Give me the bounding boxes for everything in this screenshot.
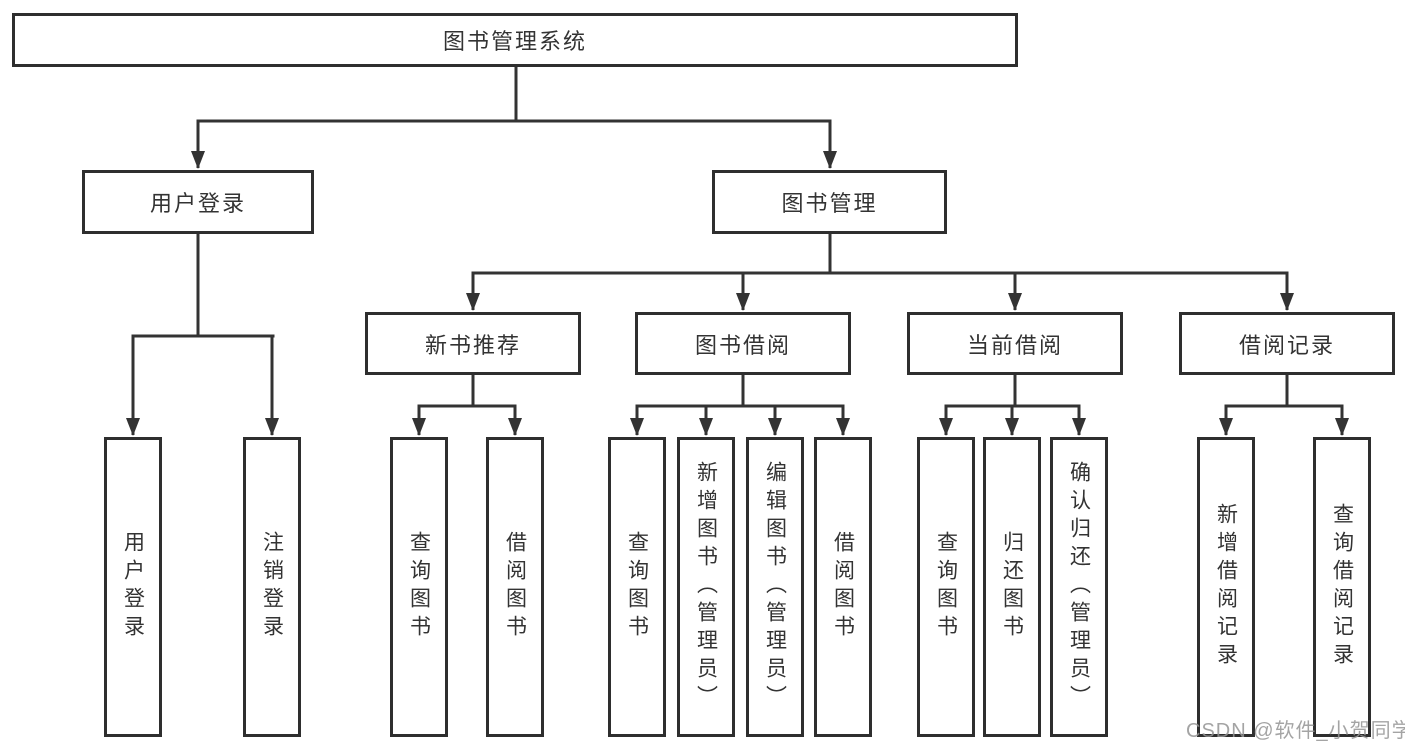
node-book-borrowing: 图书借阅 [635, 312, 851, 375]
node-borrowing-records: 借阅记录 [1179, 312, 1395, 375]
leaf-borrow-books-borrowing: 借阅图书 [814, 437, 872, 737]
leaf-edit-books-admin: 编辑图书（管理员） [746, 437, 804, 737]
node-user-login: 用户登录 [82, 170, 314, 234]
leaf-query-books-borrowing: 查询图书 [608, 437, 666, 737]
leaf-confirm-return-admin-label: 确认归还（管理员） [1067, 461, 1091, 713]
leaf-query-books-borrowing-label: 查询图书 [625, 531, 649, 643]
leaf-add-books-admin: 新增图书（管理员） [677, 437, 735, 737]
leaf-user-login: 用户登录 [104, 437, 162, 737]
leaf-return-books-label: 归还图书 [1000, 531, 1024, 643]
leaf-query-borrow-record: 查询借阅记录 [1313, 437, 1371, 737]
leaf-query-books-newbook-label: 查询图书 [407, 531, 431, 643]
node-current-borrowing: 当前借阅 [907, 312, 1123, 375]
leaf-query-books-newbook: 查询图书 [390, 437, 448, 737]
leaf-borrow-books-newbook: 借阅图书 [486, 437, 544, 737]
leaf-borrow-books-borrowing-label: 借阅图书 [831, 531, 855, 643]
leaf-logout: 注销登录 [243, 437, 301, 737]
leaf-return-books: 归还图书 [983, 437, 1041, 737]
node-new-book-recommendation: 新书推荐 [365, 312, 581, 375]
leaf-user-login-label: 用户登录 [121, 531, 145, 643]
csdn-watermark: CSDN @软件_小贺同学 [1186, 720, 1405, 742]
leaf-borrow-books-newbook-label: 借阅图书 [503, 531, 527, 643]
leaf-edit-books-admin-label: 编辑图书（管理员） [763, 461, 787, 713]
leaf-query-books-current: 查询图书 [917, 437, 975, 737]
leaf-logout-label: 注销登录 [260, 531, 284, 643]
node-root-system: 图书管理系统 [12, 13, 1018, 67]
leaf-query-books-current-label: 查询图书 [934, 531, 958, 643]
node-book-management: 图书管理 [712, 170, 947, 234]
leaf-add-borrow-record-label: 新增借阅记录 [1214, 503, 1238, 671]
leaf-add-books-admin-label: 新增图书（管理员） [694, 461, 718, 713]
leaf-add-borrow-record: 新增借阅记录 [1197, 437, 1255, 737]
leaf-query-borrow-record-label: 查询借阅记录 [1330, 503, 1354, 671]
leaf-confirm-return-admin: 确认归还（管理员） [1050, 437, 1108, 737]
